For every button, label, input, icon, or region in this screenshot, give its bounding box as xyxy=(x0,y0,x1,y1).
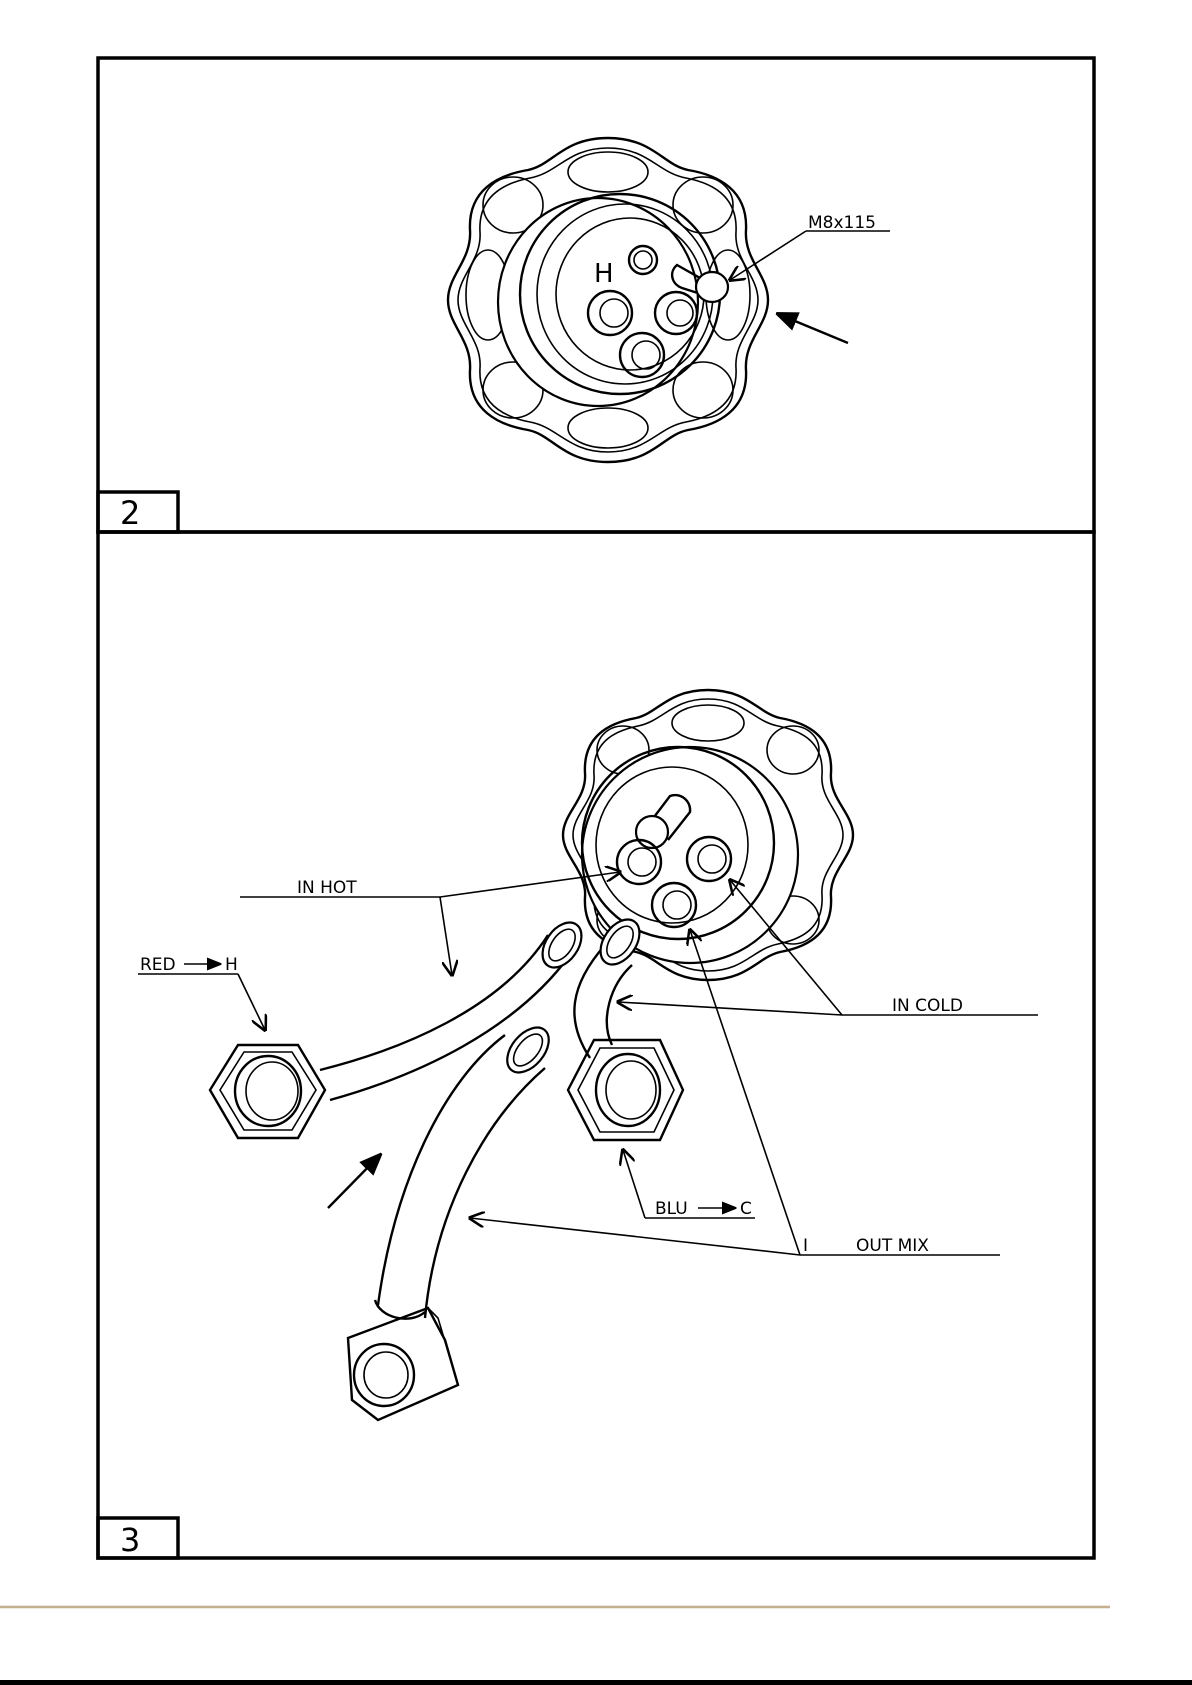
out-mix-prefix-label: I xyxy=(803,1236,808,1256)
mix-hose xyxy=(348,1020,557,1420)
red-h-arrow xyxy=(238,974,265,1030)
blu-label: BLU xyxy=(655,1199,688,1219)
in-cold-label: IN COLD xyxy=(892,996,963,1016)
cartridge-body xyxy=(498,194,728,406)
blu-c-arrow xyxy=(623,1150,645,1218)
hot-hose xyxy=(210,915,589,1138)
view-direction-arrow xyxy=(328,1155,380,1208)
hot-hose-nut xyxy=(210,1045,325,1138)
out-mix-arrow xyxy=(470,1218,800,1255)
out-mix-label: OUT MIX xyxy=(856,1236,929,1256)
panel-step-2: 2 xyxy=(98,58,1094,532)
red-target-label: H xyxy=(225,955,238,975)
red-label: RED xyxy=(140,955,176,975)
step-number-3: 3 xyxy=(120,1521,140,1559)
panel-step-3: 3 xyxy=(98,532,1094,1559)
bolt-spec-label: M8x115 xyxy=(808,213,876,233)
mix-outlet-elbow xyxy=(348,1308,458,1420)
view-direction-arrow xyxy=(778,314,848,343)
in-hot-arrow xyxy=(440,897,452,975)
in-hot-label: IN HOT xyxy=(297,878,357,898)
bottom-edge xyxy=(0,1680,1192,1685)
hot-mark-label: H xyxy=(594,259,614,289)
blu-target-label: C xyxy=(740,1199,752,1219)
step-number-2: 2 xyxy=(120,494,140,532)
bolt-leader-arrow xyxy=(730,231,806,280)
in-cold-arrow xyxy=(618,1002,842,1015)
